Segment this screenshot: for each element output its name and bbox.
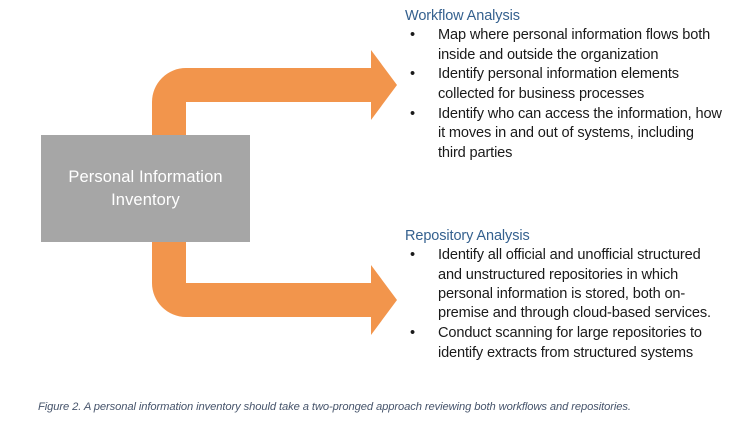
bullet-icon: •: [410, 105, 415, 122]
workflow-analysis-block: Workflow Analysis • Map where personal i…: [405, 7, 723, 163]
list-item-text: Identify all official and unofficial str…: [438, 247, 711, 322]
personal-information-inventory-box: Personal Information Inventory: [41, 135, 250, 242]
repository-analysis-bullet-list: • Identify all official and unofficial s…: [405, 246, 723, 363]
workflow-analysis-heading: Workflow Analysis: [405, 8, 520, 24]
arrow-to-repository-analysis: [152, 222, 397, 335]
list-item: • Identify personal information elements…: [405, 65, 723, 104]
figure-caption: Figure 2. A personal information invento…: [38, 401, 631, 413]
workflow-analysis-bullet-list: • Map where personal information flows b…: [405, 26, 723, 163]
list-item-text: Identify who can access the information,…: [438, 105, 722, 161]
list-item-text: Map where personal information flows bot…: [438, 27, 711, 63]
list-item-text: Conduct scanning for large repositories …: [438, 325, 702, 361]
bullet-icon: •: [410, 66, 415, 83]
list-item: • Map where personal information flows b…: [405, 26, 723, 65]
repository-analysis-block: Repository Analysis • Identify all offic…: [405, 227, 723, 364]
list-item-text: Identify personal information elements c…: [438, 66, 679, 102]
bullet-icon: •: [410, 247, 415, 264]
bullet-icon: •: [410, 325, 415, 342]
list-item: • Identify who can access the informatio…: [405, 105, 723, 163]
list-item: • Identify all official and unofficial s…: [405, 246, 723, 324]
bullet-icon: •: [410, 27, 415, 44]
repository-analysis-heading: Repository Analysis: [405, 228, 530, 244]
inventory-box-label: Personal Information Inventory: [68, 167, 223, 209]
arrow-to-workflow-analysis: [152, 50, 397, 160]
list-item: • Conduct scanning for large repositorie…: [405, 324, 723, 363]
